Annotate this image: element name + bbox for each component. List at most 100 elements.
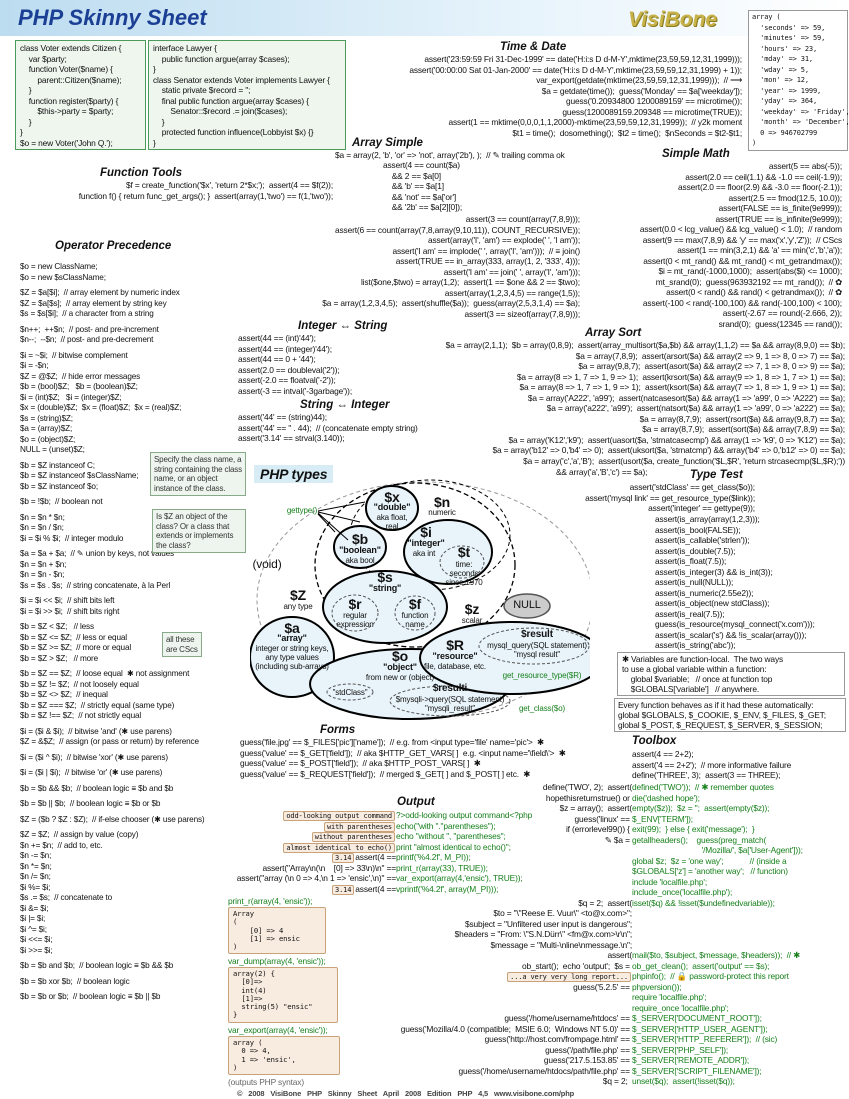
integer-shape	[403, 519, 493, 585]
code-line: srand(0); guess(12345 == rand());	[718, 318, 843, 329]
resulti-shape	[389, 685, 511, 717]
z-desc: scalar	[461, 616, 483, 625]
code-line: $i <<= $i;	[20, 935, 53, 944]
code-line: $n = $n / $n;	[20, 523, 64, 532]
code-line: assert(is_string('abc'));	[655, 640, 736, 650]
code-function: $_SERVER['PHP_SELF']);	[632, 1044, 729, 1055]
heading-array-simple: Array Simple	[352, 137, 423, 149]
code-line: [0] => 4	[233, 925, 284, 935]
code-row: guess('http://host.com/frompage.html' ==…	[0, 1034, 849, 1045]
code-function: isset($q) && !isset($undefinedvariable))…	[632, 897, 775, 908]
s-label: $s	[377, 569, 393, 585]
code-line: assert(is_null(NULL));	[655, 577, 734, 587]
code-row: include 'localfile.php';	[0, 877, 849, 888]
code-line: 'mon' => 12,	[752, 76, 809, 84]
code-line: $this->party = $party;	[20, 106, 114, 116]
code-line: 0 => 4,	[233, 1046, 271, 1056]
s-type: "string"	[368, 583, 402, 593]
code-line: $b = $Z === $Z; // strictly equal (same …	[20, 700, 175, 710]
toolbox-section: define('TWO', 2); assert(defined('TWO'))…	[0, 782, 849, 1087]
php-types-diagram: PHP types gettype() (void) $Z any type $…	[250, 460, 590, 720]
code-function: $_SERVER['REMOTE_ADDR']);	[632, 1055, 750, 1065]
code-line: assert(TRUE == is_infinite(9e999));	[715, 213, 843, 224]
code-function: empty($z)); $z = ''; assert(empty($z));	[632, 803, 770, 813]
code-function: include_once('localfile.php');	[632, 887, 733, 897]
code-line: class Senator extends Voter implements L…	[153, 74, 330, 85]
x-desc: aka float, real	[376, 513, 408, 531]
code-line: public function argue(array $cases);	[153, 53, 290, 64]
code-left: if (errorlevel99()) {	[0, 824, 632, 835]
null-shape	[503, 593, 551, 619]
code-row: '/Mozilla/', $a['User-Agent']));	[0, 845, 849, 856]
code-line: $x = (double)$Z; $x = (float)$Z; $x = (r…	[20, 403, 182, 412]
array-sort-tail: && array('a','B','c') == $a);	[556, 467, 648, 478]
void-label: (void)	[252, 557, 282, 571]
array-simple-asserts: assert(4 == count($a) && 2 == $a[0] && '…	[383, 160, 462, 213]
double-shape	[365, 485, 419, 531]
gettype-arrows	[317, 501, 366, 541]
time-shape	[439, 545, 485, 579]
result-label: $result	[521, 629, 553, 640]
code-line: guess('0.20934800 1200089159' == microti…	[565, 96, 742, 106]
code-line: assert(4 == 2+2);	[632, 749, 694, 759]
code-line: assert('mysql link' == get_resource_type…	[585, 492, 755, 503]
code-line: assert(2.0 == floor(2.9) && -3.0 == floo…	[678, 182, 842, 192]
code-line: 'mday' => 31,	[752, 55, 813, 63]
code-line: 'wday' => 5,	[752, 65, 809, 74]
code-line: array(2) {	[233, 969, 275, 978]
var-export-call: var_export(array(4, 'ensic'));	[228, 1025, 328, 1035]
code-function: printf('%4.2f', M_PI));	[396, 852, 471, 862]
code-line: assert('I am' == implode(' ', array('I',…	[392, 245, 580, 256]
code-function: vprintf('%4.2f', array(M_PI)));	[396, 883, 499, 894]
code-line: 'minutes' => 59,	[752, 34, 826, 42]
code-line: 'seconds' => 59,	[752, 23, 826, 32]
heading-array-sort: Array Sort	[585, 327, 642, 339]
f-desc: function name	[401, 611, 429, 629]
code-line: $n /= $n;	[20, 872, 51, 881]
output-label-box: ...a very very long report...	[507, 972, 631, 982]
code-row: odd-looking output command?>odd-looking …	[0, 810, 640, 821]
code-line: guess('file.jpg' == $_FILES['pic']['name…	[240, 737, 544, 747]
code-line: assert(0.0 < lcg_value() && lcg_value() …	[639, 224, 842, 234]
code-line: assert(-2.67 == round(-2.666, 2));	[722, 308, 842, 318]
code-line: assert(is_real(7.5));	[655, 608, 725, 619]
code-line: $s = $s[$i]; // a character from a strin…	[20, 309, 154, 318]
print-r-call: print_r(array(4, 'ensic'));	[228, 896, 313, 906]
code-row: guess('/home/username/htdocs' == $_SERVE…	[0, 1013, 849, 1024]
code-line: parent::Citizen($name);	[20, 74, 122, 85]
superglobals-note: Every function behaves as if it had thes…	[614, 698, 846, 732]
output-section: odd-looking output command?>odd-looking …	[0, 810, 640, 895]
code-line: $b = $b || $b; // boolean logic ≡ $b or …	[20, 799, 161, 808]
code-left-text: $subject = "Unfiltered user input is dan…	[464, 918, 632, 929]
code-left: ob_start(); echo 'output'; $s =	[0, 961, 632, 972]
code-line: $a = array('K12','k9'); assert(uasort($a…	[508, 434, 845, 445]
stdclass-shape	[326, 683, 374, 701]
i-type: "integer"	[407, 538, 445, 548]
code-row: guess('217.5.153.85' == $_SERVER['REMOTE…	[0, 1055, 849, 1066]
code-left: guess('Mozilla/4.0 (compatible; MSIE 6.0…	[0, 1024, 632, 1035]
code-line: array (	[233, 1038, 263, 1047]
code-line: guess(1200089159.209348 == microtime(TRU…	[562, 106, 742, 117]
code-line: $b = !$b; // boolean not	[20, 497, 103, 506]
header-band	[0, 0, 849, 36]
code-line: $i = mt_rand(-1000,1000); assert(abs($i)…	[658, 266, 843, 276]
code-line: $i = ($i & $i); // bitwise 'and' (✱ use …	[20, 726, 172, 736]
code-line: $a = (array)$Z;	[20, 424, 73, 433]
heading-output: Output	[397, 796, 435, 808]
code-line: $n += $n; // add to, etc.	[20, 840, 103, 850]
code-line: $a = array('a222', 'a99'); assert(natsor…	[546, 403, 845, 413]
r-desc: regular expression	[336, 611, 374, 629]
code-line: $f = create_function('$x', 'return 2*$x;…	[126, 180, 333, 190]
code-line: function register($party) {	[20, 95, 119, 106]
code-function: $GLOBALS['z'] = 'another way'; // functi…	[632, 866, 788, 876]
code-line: $a = array(8 => 1, 7 => 1, 9 => 1); asse…	[519, 382, 845, 392]
code-line: $b = $Z instanceof C;	[20, 460, 95, 470]
code-line: $t1 = time(); dosomething(); $t2 = time(…	[512, 127, 742, 138]
code-line: assert('integer' == gettype(9));	[648, 503, 755, 513]
code-line: $b = $Z !== $Z; // not strictly equal	[20, 711, 142, 720]
code-left-text: assert("Array\n(\n [0] => 33\n)\n" ==	[262, 862, 396, 873]
code-line: 'hours' => 23,	[752, 44, 818, 53]
code-line: }	[233, 1010, 238, 1020]
